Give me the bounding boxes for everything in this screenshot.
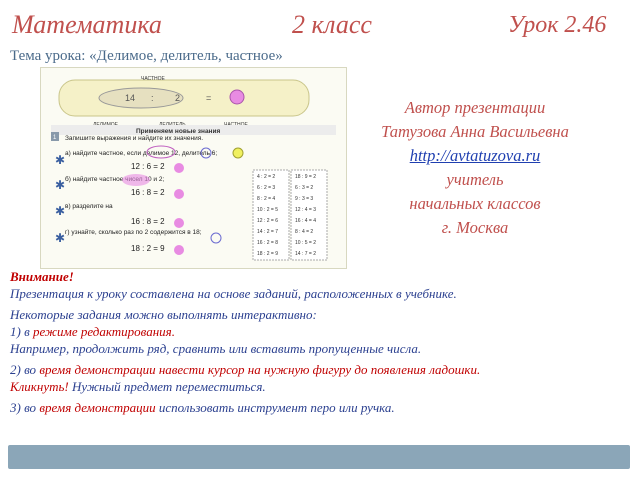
textbook-thumbnail: ЧАСТНОЕ ДЕЛИМОЕ ДЕЛИТЕЛЬ ЧАСТНОЕ 14 : 2 … bbox=[40, 67, 347, 269]
author-name: Татузова Анна Васильевна bbox=[381, 122, 569, 141]
table-right-6: 10 : 5 = 2 bbox=[295, 240, 316, 246]
lesson-topic: Тема урока: «Делимое, делитель, частное» bbox=[10, 48, 283, 64]
task-number: 1 bbox=[53, 135, 57, 141]
author-website-link[interactable]: http://avtatuzova.ru bbox=[409, 146, 541, 165]
svg-text:✱: ✱ bbox=[55, 153, 65, 167]
note-p7-a: 3) во bbox=[10, 400, 40, 415]
formula-op: : bbox=[151, 93, 154, 103]
formula-b: 2 bbox=[175, 93, 180, 103]
note-p7-c: использовать инструмент перо или ручка. bbox=[155, 400, 395, 415]
table-left-6: 14 : 2 = 7 bbox=[257, 229, 278, 235]
table-left-7: 16 : 2 = 8 bbox=[257, 240, 278, 246]
table-right-1: 6 : 3 = 2 bbox=[295, 185, 313, 191]
table-left-2: 6 : 2 = 3 bbox=[257, 185, 275, 191]
table-left-1: 4 : 2 = 2 bbox=[257, 174, 275, 180]
notes-block: Внимание! Презентация к уроку составлена… bbox=[10, 268, 630, 416]
note-p5: 2) во время демонстрации навести курсор … bbox=[10, 361, 630, 378]
author-role-2: начальных классов bbox=[409, 194, 541, 213]
task-intro: Запишите выражения и найдите их значения… bbox=[65, 134, 203, 142]
author-city: г. Москва bbox=[441, 218, 509, 237]
task-expr-c: 16 : 8 = 2 bbox=[131, 217, 165, 226]
author-line-1: Автор презентации bbox=[404, 98, 546, 117]
svg-text:✱: ✱ bbox=[55, 204, 65, 218]
subject-title: Математика bbox=[12, 10, 162, 39]
author-role: учитель bbox=[446, 170, 504, 189]
note-p5-a: 2) во bbox=[10, 362, 40, 377]
note-p1: Презентация к уроку составлена на основе… bbox=[10, 286, 457, 301]
svg-text:✱: ✱ bbox=[55, 178, 65, 192]
task-expr-d: 18 : 2 = 9 bbox=[131, 244, 165, 253]
task-expr-b: 16 : 8 = 2 bbox=[131, 188, 165, 197]
note-p5-c: навести курсор на нужную фигуру до появл… bbox=[155, 362, 481, 377]
table-left-3: 8 : 2 = 4 bbox=[257, 196, 275, 202]
note-p5-b: время демонстрации bbox=[39, 362, 156, 377]
note-p7-b: время демонстрации bbox=[39, 400, 156, 415]
author-block: Автор презентации Татузова Анна Васильев… bbox=[340, 96, 610, 240]
bottom-bar bbox=[8, 445, 630, 469]
note-p3-b: режиме редактирования. bbox=[32, 324, 175, 339]
table-right-8: 18 : 9 = 2 bbox=[295, 174, 316, 180]
textbook-page-image: ЧАСТНОЕ ДЕЛИМОЕ ДЕЛИТЕЛЬ ЧАСТНОЕ 14 : 2 … bbox=[51, 76, 336, 261]
task-item-b: б) найдите частное чисел 10 и 2; bbox=[65, 175, 164, 183]
note-p6-a: Кликнуть! bbox=[10, 379, 69, 394]
table-right-4: 16 : 4 = 4 bbox=[295, 218, 316, 224]
note-p2: Некоторые задания можно выполнять интера… bbox=[10, 307, 317, 322]
table-right-2: 9 : 3 = 3 bbox=[295, 196, 313, 202]
attention-heading: Внимание! bbox=[10, 269, 74, 284]
task-item-d: г) узнайте, сколько раз по 2 содержится … bbox=[65, 228, 202, 236]
note-p6-b: Нужный предмет переместиться. bbox=[68, 379, 266, 394]
table-left-5: 12 : 2 = 6 bbox=[257, 218, 278, 224]
lesson-title: Урок 2.46 bbox=[508, 12, 607, 38]
table-right-3: 12 : 4 = 3 bbox=[295, 207, 316, 213]
table-right-7: 14 : 7 = 2 bbox=[295, 251, 316, 257]
note-p6: Кликнуть! Нужный предмет переместиться. bbox=[10, 378, 630, 395]
task-expr-a: 12 : 6 = 2 bbox=[131, 162, 165, 171]
task-item-c: в) разделите на bbox=[65, 203, 113, 210]
grade-title: 2 класс bbox=[292, 10, 372, 39]
label-quotient: ЧАСТНОЕ bbox=[141, 76, 166, 82]
formula-a: 14 bbox=[125, 93, 135, 103]
table-left-8: 18 : 2 = 9 bbox=[257, 251, 278, 257]
note-p4: Например, продолжить ряд, сравнить или в… bbox=[10, 341, 422, 356]
note-p3: 1) в режиме редактирования. bbox=[10, 323, 630, 340]
task-item-a: а) найдите частное, если делимое 12, дел… bbox=[65, 149, 217, 157]
banner-text: Применяем новые знания bbox=[136, 128, 220, 135]
formula-eq: = bbox=[206, 93, 211, 103]
svg-text:✱: ✱ bbox=[55, 231, 65, 245]
table-left-4: 10 : 2 = 5 bbox=[257, 207, 278, 213]
table-right-5: 8 : 4 = 2 bbox=[295, 229, 313, 235]
note-p3-a: 1) в bbox=[10, 324, 33, 339]
note-p7: 3) во время демонстрации использовать ин… bbox=[10, 399, 630, 416]
